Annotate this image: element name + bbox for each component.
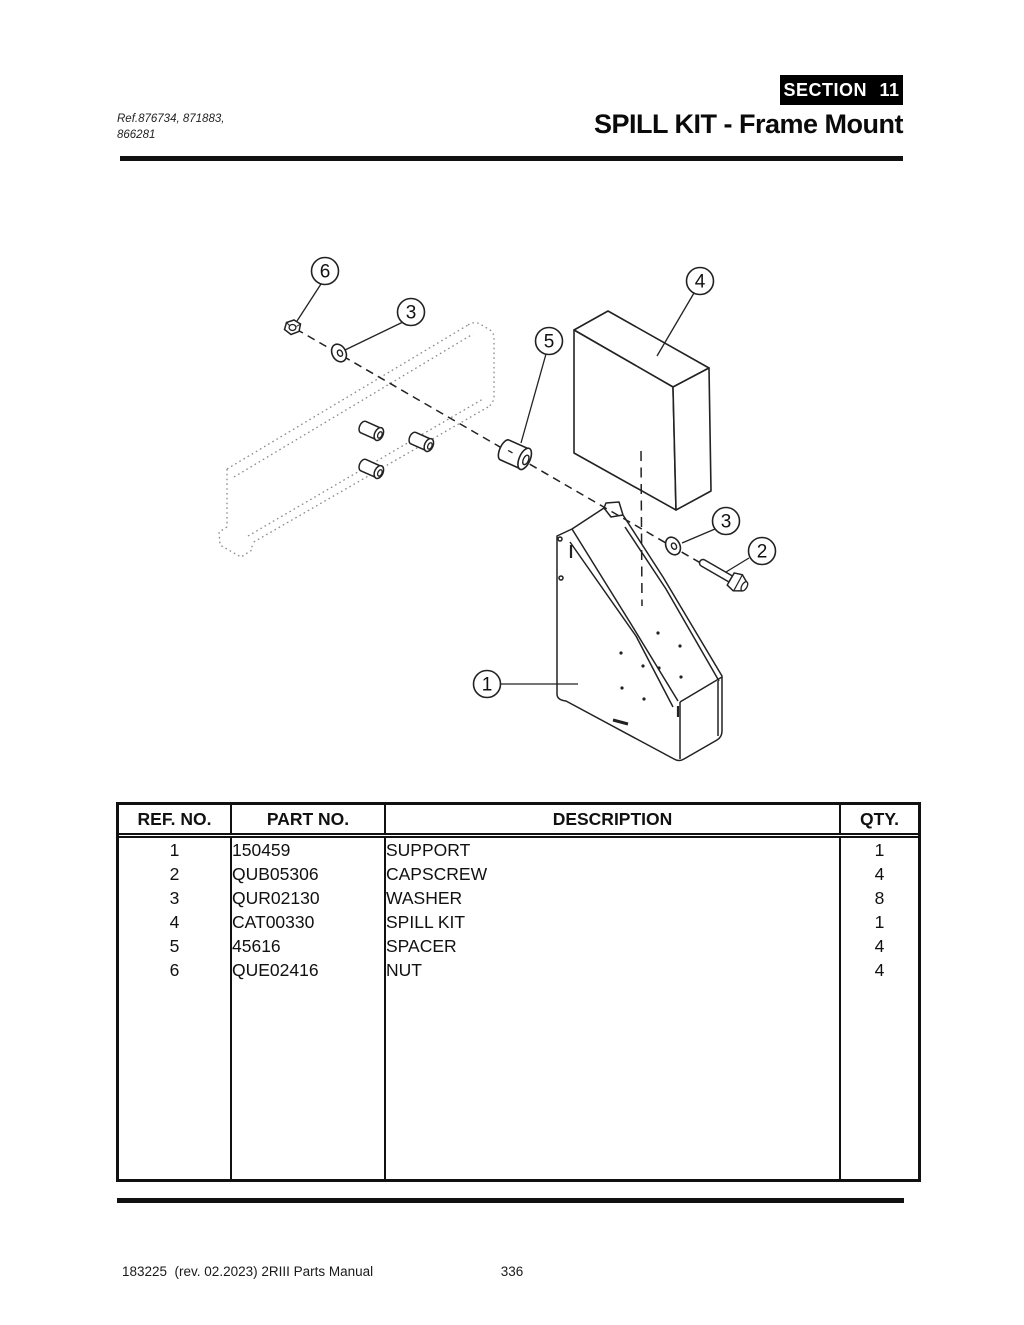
table-filler-row [119,982,918,1179]
spill-kit-box [573,310,712,511]
part-no-cell: 150459 [231,835,386,862]
qty-cell: 4 [874,935,885,956]
description-cell: CAPSCREW [385,862,841,886]
table-header-row: REF. NO. PART NO. DESCRIPTION QTY. [119,805,918,838]
col-header-description: DESCRIPTION [385,805,841,838]
col-header-part-no: PART NO. [231,805,386,838]
reference-numbers: Ref.876734, 871883, 866281 [117,112,224,143]
capscrew [698,558,749,592]
table-row: 1 150459 SUPPORT 1 [119,835,918,862]
ref-no-cell: 4 [119,910,232,934]
description-cell: SPILL KIT [385,910,841,934]
description-cell: SPACER [385,934,841,958]
table-row: 3 QUR02130 WASHER 8 [119,886,918,910]
part-no-cell: CAT00330 [231,910,386,934]
callout-3-lower: 3 [711,506,741,536]
part-no-cell: QUE02416 [231,958,386,982]
callout-1: 1 [472,669,502,699]
callout-6: 6 [310,256,340,286]
page-number: 336 [500,1264,524,1279]
svg-text:5: 5 [544,332,555,353]
callout-leaders [296,283,750,685]
reference-line-2: 866281 [117,128,156,141]
exploded-view-diagram: 6 3 4 5 3 2 1 [218,256,777,762]
table-row: 6 QUE02416 NUT 4 [119,958,918,982]
callout-3-upper: 3 [396,297,426,327]
svg-text:1: 1 [482,675,493,696]
page-title: SPILL KIT - Frame Mount [593,109,904,139]
qty-cell: 4 [874,863,885,884]
part-no-cell: 45616 [231,934,386,958]
part-no-cell: QUR02130 [231,886,386,910]
table-row: 2 QUB05306 CAPSCREW 4 [119,862,918,886]
bracket-holes [619,631,683,701]
callout-balloons: 6 3 4 5 3 2 1 [310,256,777,699]
callout-2: 2 [747,536,777,566]
svg-text:4: 4 [695,272,706,293]
ref-no-cell: 1 [119,835,232,862]
table-row: 4 CAT00330 SPILL KIT 1 [119,910,918,934]
table-row: 5 45616 SPACER 4 [119,934,918,958]
nut [283,319,302,336]
svg-text:3: 3 [406,303,417,324]
svg-text:6: 6 [320,262,331,283]
washer-lower [664,536,682,556]
ref-no-cell: 3 [119,886,232,910]
description-cell: SUPPORT [385,835,841,862]
qty-cell: 4 [874,959,885,980]
qty-cell: 8 [874,887,885,908]
callout-4: 4 [685,266,715,296]
qty-cell: 1 [874,839,885,860]
col-header-ref-no: REF. NO. [119,805,232,838]
support-bracket [556,501,723,762]
rail-spacers [358,420,435,480]
footer-divider-rule [117,1198,904,1203]
reference-line-1: Ref.876734, 871883, [117,113,225,125]
callout-5: 5 [534,326,564,356]
frame-rail-phantom [218,322,495,558]
col-header-qty: QTY. [840,805,918,838]
document-info: 183225 (rev. 02.2023) 2RIII Parts Manual [122,1264,374,1279]
section-badge: SECTION 11 [780,75,903,105]
svg-text:3: 3 [721,512,732,533]
spacer [497,439,533,471]
description-cell: NUT [385,958,841,982]
washer-upper [330,343,348,363]
ref-no-cell: 5 [119,934,232,958]
qty-cell: 1 [874,911,885,932]
header-divider-rule [120,156,903,161]
svg-text:2: 2 [757,542,768,563]
part-no-cell: QUB05306 [231,862,386,886]
description-cell: WASHER [385,886,841,910]
ref-no-cell: 6 [119,958,232,982]
parts-table: REF. NO. PART NO. DESCRIPTION QTY. 1 150… [116,802,921,1182]
ref-no-cell: 2 [119,862,232,886]
